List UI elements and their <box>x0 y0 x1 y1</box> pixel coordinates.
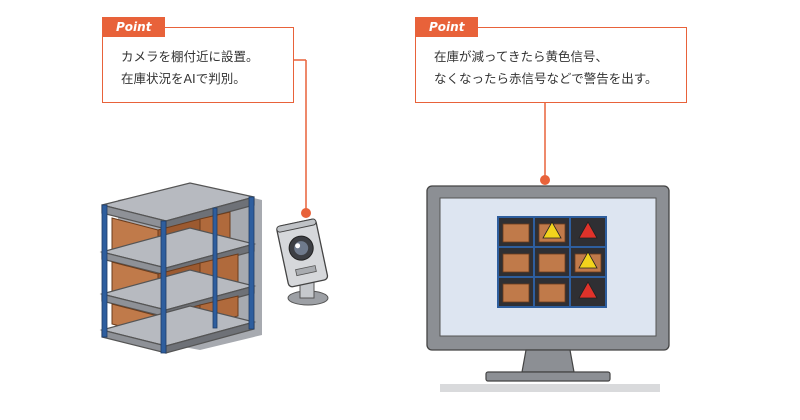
stock-box-icon <box>502 253 530 273</box>
callout-text: カメラを棚付近に設置。 在庫状況をAIで判別。 <box>121 49 259 86</box>
connector-dot-monitor <box>540 175 550 185</box>
stock-box-icon <box>538 283 566 303</box>
shelf-unit-icon <box>99 182 262 354</box>
callout-camera-placement: Point カメラを棚付近に設置。 在庫状況をAIで判別。 <box>102 17 294 103</box>
connector-dot-camera <box>301 208 311 218</box>
stock-box-icon <box>502 223 530 243</box>
warning-triangle-red-icon <box>578 221 598 239</box>
stock-box-icon <box>538 253 566 273</box>
callout-text: 在庫が減ってきたら黄色信号、 なくなったら赤信号などで警告を出す。 <box>434 49 658 86</box>
stock-box-icon <box>502 283 530 303</box>
warning-triangle-yellow-icon <box>578 251 598 269</box>
security-camera-icon <box>276 218 329 306</box>
warning-triangle-red-icon <box>578 281 598 299</box>
point-tag: Point <box>102 17 166 37</box>
callout-warning-signals: Point 在庫が減ってきたら黄色信号、 なくなったら赤信号などで警告を出す。 <box>415 17 687 103</box>
warning-triangle-yellow-icon <box>542 221 562 239</box>
stock-grid <box>497 216 607 308</box>
point-tag: Point <box>415 17 479 37</box>
